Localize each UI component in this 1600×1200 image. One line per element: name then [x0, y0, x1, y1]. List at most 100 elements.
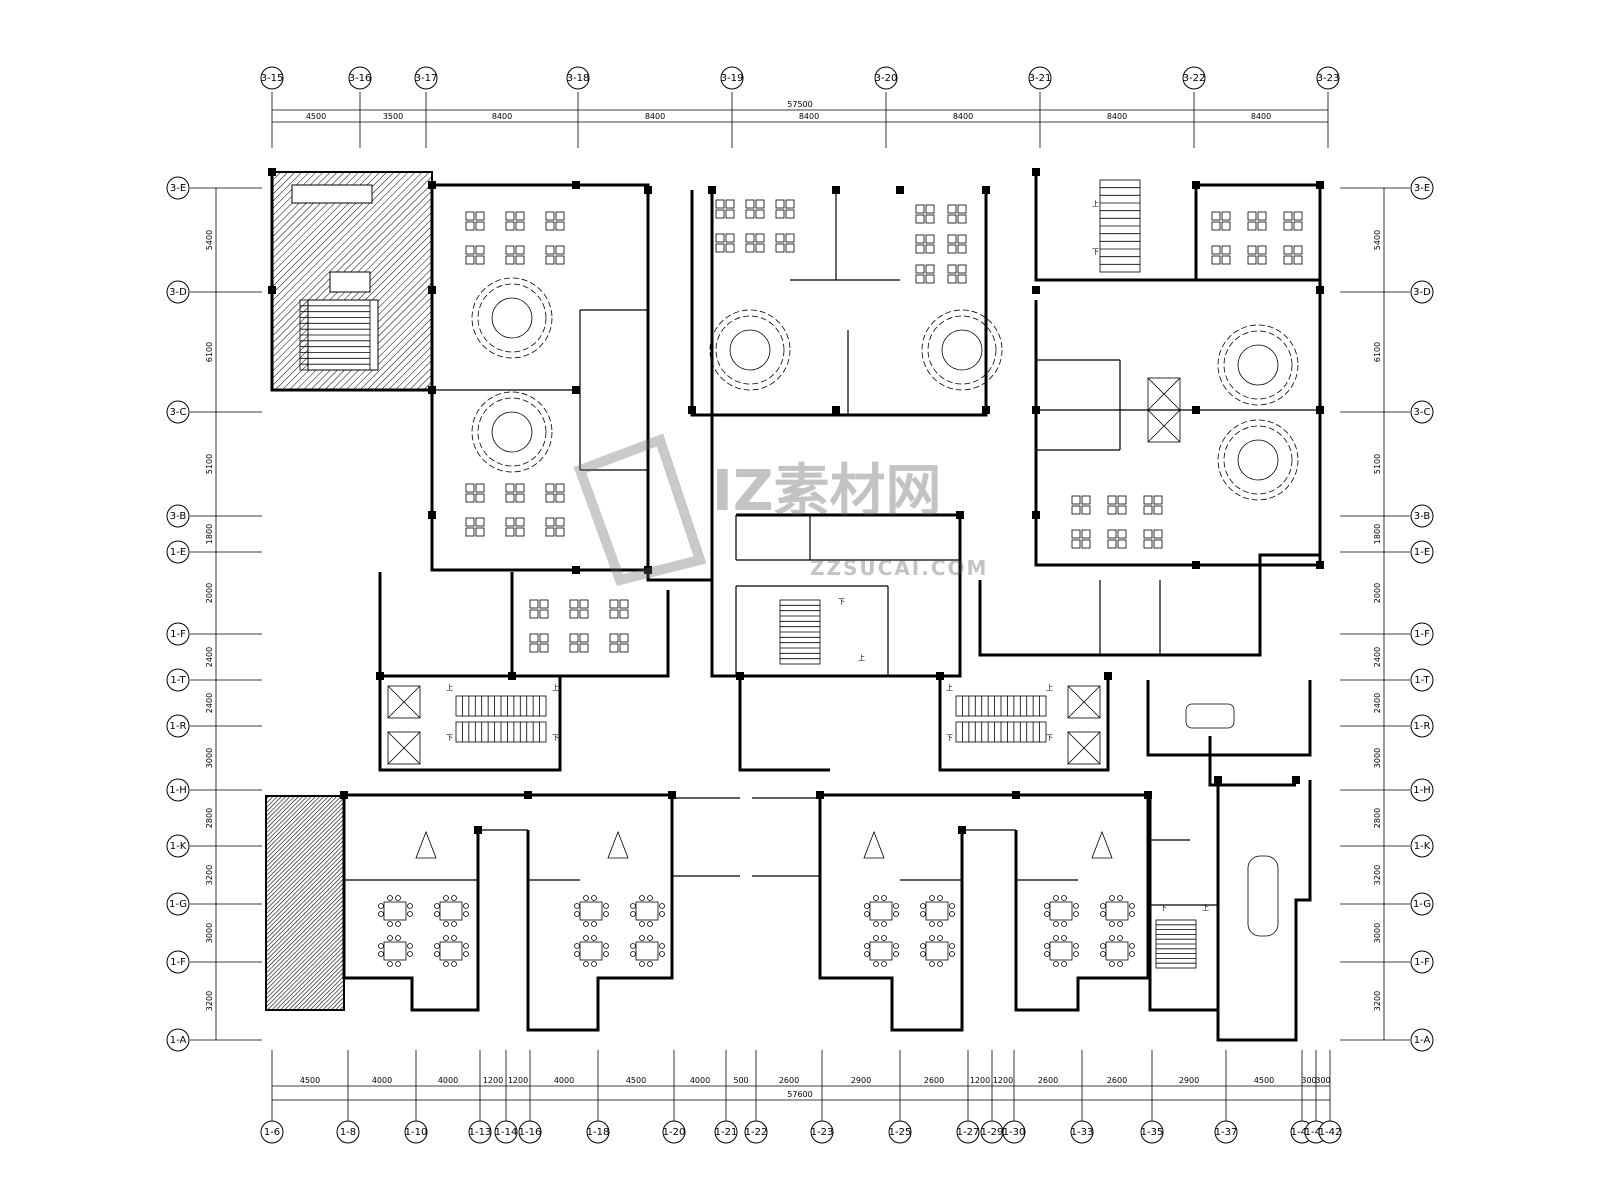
- desk: [755, 243, 765, 253]
- chair: [451, 895, 457, 901]
- stair-down-label: 下: [946, 734, 953, 742]
- desk: [755, 233, 765, 243]
- grid-label-bottom: 1-27: [957, 1127, 980, 1138]
- chair: [1053, 961, 1059, 967]
- chair: [1061, 935, 1067, 941]
- grid-bubble: [1070, 1120, 1094, 1144]
- chair: [591, 895, 597, 901]
- desk: [545, 221, 555, 231]
- grid-label-right: 3-E: [1414, 183, 1430, 194]
- grid-bubble: [1410, 714, 1434, 738]
- desk: [1247, 255, 1257, 265]
- chair: [395, 895, 401, 901]
- chair: [574, 911, 580, 917]
- desk: [539, 643, 549, 653]
- grid-label-bottom: 1-8: [340, 1127, 356, 1138]
- elevator-cross: [1147, 377, 1181, 411]
- grid-label-top: 3-19: [721, 73, 744, 84]
- desk: [619, 599, 629, 609]
- chair: [647, 921, 653, 927]
- desk: [539, 599, 549, 609]
- desk: [915, 234, 925, 244]
- sailboat-icon: [607, 830, 629, 859]
- desk: [725, 209, 735, 219]
- grid-label-bottom: 1-21: [715, 1127, 738, 1138]
- left-dim-text: 3200: [205, 991, 214, 1011]
- seating-ring: [477, 397, 547, 467]
- desk: [1117, 539, 1127, 549]
- desk: [555, 245, 565, 255]
- column: [668, 791, 676, 799]
- bottom-dim-text: 2600: [1107, 1076, 1127, 1085]
- seating-ring: [709, 309, 791, 391]
- dining-table: [1105, 901, 1129, 921]
- hatched-shaft-lower: [265, 795, 345, 1011]
- chair: [387, 921, 393, 927]
- column: [428, 181, 436, 189]
- column: [1316, 561, 1324, 569]
- column: [572, 566, 580, 574]
- desk: [569, 643, 579, 653]
- chair: [949, 911, 955, 917]
- desk: [925, 244, 935, 254]
- column: [1012, 791, 1020, 799]
- grid-label-top: 3-21: [1029, 73, 1052, 84]
- elevator-cross: [1067, 685, 1101, 719]
- desk: [785, 199, 795, 209]
- desk: [925, 264, 935, 274]
- bottom-dim-text: 1200: [508, 1076, 528, 1085]
- desk: [545, 255, 555, 265]
- stair-down-label: 下: [1092, 248, 1099, 256]
- column: [1144, 791, 1152, 799]
- chair: [591, 935, 597, 941]
- sailboat-icon: [1091, 830, 1113, 859]
- chair: [937, 935, 943, 941]
- right-dim-text: 2400: [1373, 647, 1382, 667]
- grid-bubble: [714, 1120, 738, 1144]
- bottom-dim-text: 4500: [300, 1076, 320, 1085]
- desk: [915, 274, 925, 284]
- chair: [443, 921, 449, 927]
- chair: [659, 943, 665, 949]
- chair: [937, 921, 943, 927]
- chair: [591, 921, 597, 927]
- chair: [1061, 961, 1067, 967]
- chair: [451, 935, 457, 941]
- grid-bubble: [874, 66, 898, 90]
- chair: [630, 911, 636, 917]
- bottom-dim-text: 4500: [626, 1076, 646, 1085]
- chair: [603, 903, 609, 909]
- column: [1316, 286, 1324, 294]
- grid-label-bottom: 1-35: [1141, 1127, 1164, 1138]
- top-dim-text: 8400: [1107, 112, 1127, 121]
- chair: [434, 951, 440, 957]
- chair: [1109, 961, 1115, 967]
- stair-up-label: 上: [1202, 903, 1209, 912]
- top-dim-text: 8400: [492, 112, 512, 121]
- column: [1032, 511, 1040, 519]
- grid-bubble: [1410, 778, 1434, 802]
- column: [1192, 561, 1200, 569]
- chair: [574, 943, 580, 949]
- desk: [1153, 539, 1163, 549]
- chair: [647, 895, 653, 901]
- top-total-dim: 57500: [787, 100, 812, 109]
- chair: [603, 911, 609, 917]
- stair-up-label: 上: [858, 653, 865, 662]
- desk: [1283, 221, 1293, 231]
- grid-bubble: [1002, 1120, 1026, 1144]
- elevator-shaft: [1067, 685, 1101, 719]
- chair: [434, 943, 440, 949]
- desk: [465, 245, 475, 255]
- grid-label-left: 1-A: [170, 1035, 187, 1046]
- desk: [515, 221, 525, 231]
- desk: [529, 609, 539, 619]
- dining-table: [1049, 901, 1073, 921]
- chair: [1109, 921, 1115, 927]
- desk: [475, 255, 485, 265]
- desk: [1221, 211, 1231, 221]
- chair: [647, 935, 653, 941]
- chair: [1053, 895, 1059, 901]
- column: [268, 286, 276, 294]
- desk: [1107, 529, 1117, 539]
